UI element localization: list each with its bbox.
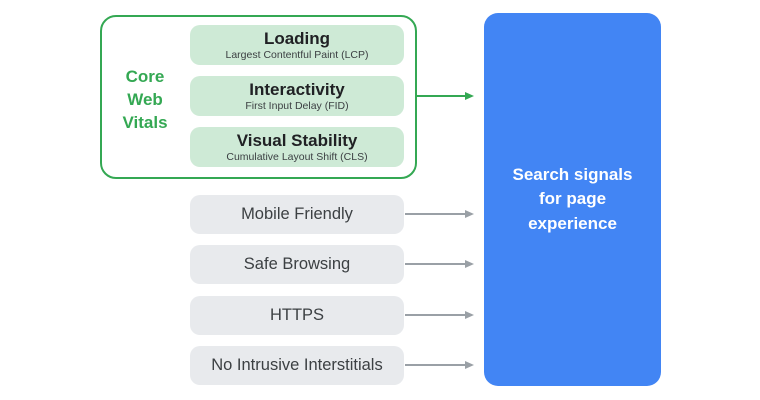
arrow-line [405,263,465,265]
arrow-head-icon [465,361,474,369]
core-web-vitals-label: Core Web Vitals [122,67,168,132]
loading-title: Loading [263,28,331,48]
arrow-head-icon [465,260,474,268]
signal-no-intrusive-interstitials: No Intrusive Interstitials [190,346,404,385]
arrow-head-icon [465,92,474,100]
https-label: HTTPS [269,306,325,324]
visual-stability-subtitle: Cumulative Layout Shift (CLS) [226,151,368,164]
arrow-line [405,364,465,366]
arrow-head-icon [465,210,474,218]
arrow-head-icon [465,311,474,319]
signal-https: HTTPS [190,296,404,335]
signal-mobile-friendly: Mobile Friendly [190,195,404,234]
mobile-friendly-label: Mobile Friendly [241,205,353,223]
arrow-line [405,213,465,215]
cwv-item-interactivity: Interactivity First Input Delay (FID) [190,76,404,116]
https-arrow [405,310,474,320]
visual-stability-title: Visual Stability [236,130,358,150]
cwv-item-visual-stability: Visual Stability Cumulative Layout Shift… [190,127,404,167]
signal-safe-browsing: Safe Browsing [190,245,404,284]
arrow-line [405,314,465,316]
safe-browsing-arrow [405,259,474,269]
search-signals-line-3: experience [528,213,617,233]
no-intrusive-interstitials-label: No Intrusive Interstitials [211,356,383,374]
interactivity-subtitle: First Input Delay (FID) [245,100,349,113]
loading-subtitle: Largest Contentful Paint (LCP) [225,49,369,62]
mobile-friendly-arrow [405,209,474,219]
interactivity-title: Interactivity [249,79,345,99]
arrow-line [415,95,465,97]
search-signals-line-1: Search signals [512,164,633,184]
safe-browsing-label: Safe Browsing [243,255,351,273]
core-web-vitals-arrow [415,91,474,101]
cwv-item-loading: Loading Largest Contentful Paint (LCP) [190,25,404,65]
search-signals-box: Search signals for page experience [484,13,661,386]
search-signals-line-2: for page [538,189,607,209]
no-intrusive-interstitials-arrow [405,360,474,370]
